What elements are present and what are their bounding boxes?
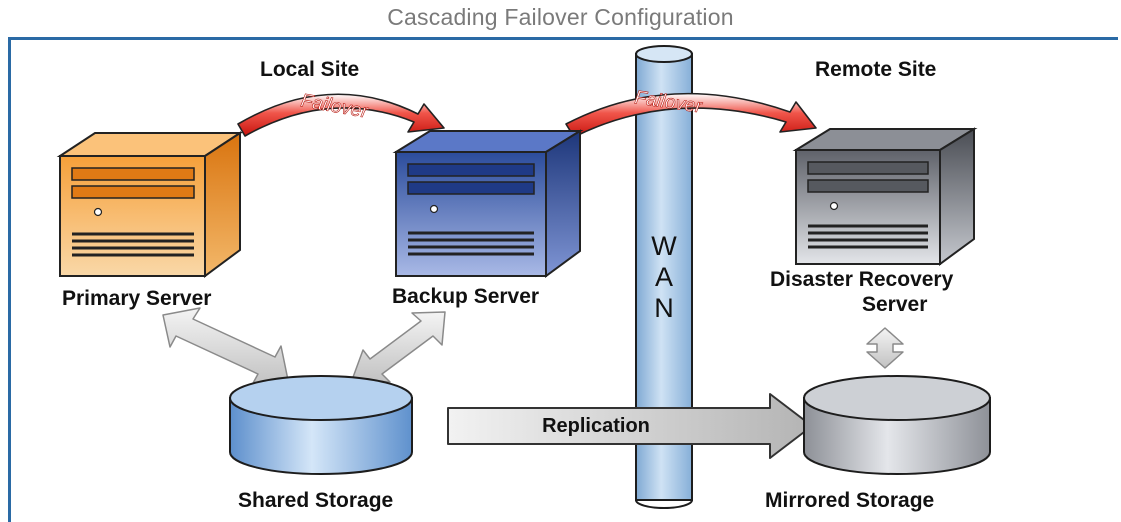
dr-storage-link-icon xyxy=(866,327,904,369)
failover-arrow-icon xyxy=(237,93,445,137)
failover-arrow-icon xyxy=(565,92,817,138)
backup-server-icon xyxy=(392,129,584,278)
disaster-recovery-label-line2: Server xyxy=(862,293,928,316)
replication-label: Replication xyxy=(542,415,650,437)
primary-storage-link-icon xyxy=(162,307,289,386)
mirrored-storage-icon xyxy=(803,375,991,475)
backup-server-label: Backup Server xyxy=(392,285,540,308)
page-title: Cascading Failover Configuration xyxy=(387,4,734,30)
frame-border-top xyxy=(8,37,1118,40)
shared-storage-icon xyxy=(229,375,413,475)
shared-storage-label: Shared Storage xyxy=(238,489,394,512)
mirrored-storage-label: Mirrored Storage xyxy=(765,489,935,512)
wan-letter-w: W xyxy=(651,231,677,261)
backup-storage-link-icon xyxy=(351,311,446,383)
primary-server-label: Primary Server xyxy=(62,287,212,310)
local-site-label: Local Site xyxy=(260,58,360,81)
wan-letter-n: N xyxy=(654,293,674,323)
frame-border-left xyxy=(8,37,11,522)
disaster-recovery-label-line1: Disaster Recovery xyxy=(770,268,954,291)
replication-arrow-icon xyxy=(447,393,813,459)
wan-letter-a: A xyxy=(655,262,673,292)
primary-server-icon xyxy=(56,131,244,278)
remote-site-label: Remote Site xyxy=(815,58,937,81)
disaster-recovery-server-icon xyxy=(792,127,978,266)
